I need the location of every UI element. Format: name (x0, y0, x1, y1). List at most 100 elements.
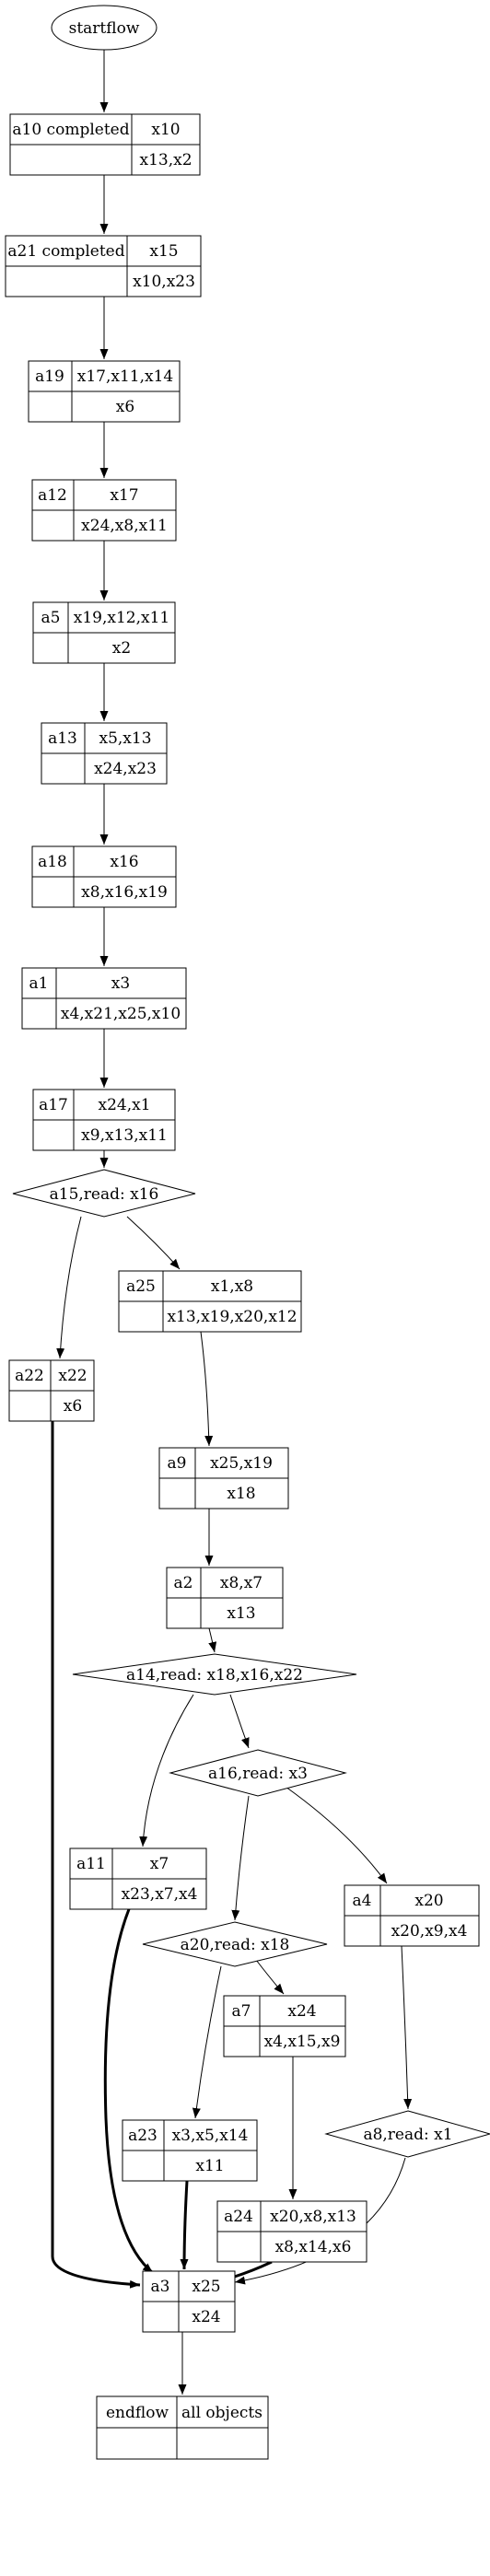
activity-a9: a9 x25,x19 x18 (158, 1447, 289, 1509)
decision-label: a8,read: x1 (363, 2126, 452, 2144)
activity-inputs: x8,x14,x6 (275, 2238, 352, 2256)
activity-a22: a22 x22 x6 (8, 1359, 95, 1422)
activity-outputs: x20,x8,x13 (270, 2208, 356, 2226)
activity-outputs: x20 (414, 1892, 443, 1910)
activity-a18: a18 x16 x8,x16,x19 (31, 845, 177, 908)
activity-inputs: x11 (195, 2157, 224, 2175)
activity-inputs: x13,x2 (139, 151, 192, 169)
activity-inputs: x23,x7,x4 (122, 1885, 198, 1904)
activity-outputs: x24,x1 (98, 1096, 150, 1114)
activity-a2: a2 x8,x7 x13 (166, 1567, 284, 1629)
activity-outputs: x17,x11,x14 (77, 367, 173, 386)
end-label: endflow (106, 2404, 169, 2422)
activity-outputs: x10 (151, 121, 180, 139)
edge-a14-a11 (139, 1694, 194, 1847)
activity-a10: a10 completed x10 x13,x2 (9, 113, 201, 176)
edge-a22-a3 (51, 1421, 141, 2289)
decision-a15: a15,read: x16 (12, 1169, 196, 1218)
activity-a19: a19 x17,x11,x14 x6 (28, 360, 181, 423)
activity-a13: a13 x5,x13 x24,x23 (41, 722, 168, 785)
decision-label: a16,read: x3 (208, 1765, 308, 1783)
edge-a4-a8 (401, 1945, 413, 2110)
decision-label: a15,read: x16 (50, 1185, 159, 1204)
edge-a20-a7 (255, 1959, 285, 1995)
activity-inputs: x24,x8,x11 (81, 517, 168, 535)
activity-a12: a12 x17 x24,x8,x11 (31, 479, 177, 542)
activity-label: a18 (38, 853, 67, 871)
edge-a20-a23 (192, 1965, 222, 2119)
activity-inputs: x24,x23 (94, 760, 157, 778)
activity-outputs: x3,x5,x14 (172, 2127, 249, 2145)
edge-a25-a9 (200, 1331, 214, 1447)
edge-a15-a22 (56, 1216, 82, 1359)
activity-label: a22 (15, 1367, 44, 1385)
edge-a2-a14 (208, 1627, 217, 1653)
decision-label: a20,read: x18 (181, 1936, 290, 1954)
activity-label: a3 (151, 2278, 170, 2296)
activity-label: a5 (41, 609, 61, 627)
edge-a11-a3 (103, 1908, 154, 2275)
activity-outputs: x1,x8 (211, 1277, 253, 1296)
decision-a16: a16,read: x3 (169, 1749, 347, 1797)
activity-a7: a7 x24 x4,x15,x9 (223, 1995, 346, 2057)
activity-inputs: x13,x19,x20,x12 (167, 1308, 297, 1326)
activity-outputs: x25,x19 (210, 1454, 273, 1473)
activity-a17: a17 x24,x1 x9,x13,x11 (32, 1089, 176, 1151)
edge-a14-a16 (229, 1694, 250, 1749)
end-node: endflow all objects (96, 2395, 269, 2460)
activity-label: a19 (35, 367, 64, 386)
activity-inputs: x8,x16,x19 (81, 883, 168, 902)
activity-a11: a11 x7 x23,x7,x4 (69, 1847, 207, 1910)
activity-a5: a5 x19,x12,x11 x2 (32, 601, 176, 664)
activity-inputs: x20,x9,x4 (391, 1922, 468, 1941)
activity-outputs: x7 (150, 1855, 169, 1873)
activity-outputs: x3 (111, 974, 130, 993)
activity-label: a13 (48, 729, 77, 748)
edge-a16-a20 (231, 1795, 250, 1921)
activity-outputs: x8,x7 (220, 1574, 262, 1592)
activity-label: a17 (39, 1096, 68, 1114)
activity-label: a4 (353, 1892, 372, 1910)
activity-a25: a25 x1,x8 x13,x19,x20,x12 (118, 1270, 302, 1333)
start-node: startflow (51, 5, 158, 51)
activity-outputs: x5,x13 (99, 729, 151, 748)
activity-outputs: x16 (110, 853, 138, 871)
edge-a16-a4 (285, 1786, 388, 1884)
activity-label: a7 (232, 2002, 251, 2021)
activity-label: a10 completed (12, 121, 129, 139)
activity-inputs: x6 (64, 1397, 82, 1416)
activity-a21: a21 completed x15 x10,x23 (5, 235, 202, 297)
activity-inputs: x24 (192, 2308, 220, 2326)
activity-inputs: x9,x13,x11 (81, 1126, 168, 1145)
activity-label: a21 completed (7, 242, 124, 261)
start-label: startflow (69, 19, 140, 38)
decision-a8: a8,read: x1 (324, 2110, 490, 2158)
activity-label: a1 (29, 974, 49, 993)
activity-label: a23 (128, 2127, 158, 2145)
activity-outputs: x24 (287, 2002, 316, 2021)
activity-outputs: x22 (58, 1367, 87, 1385)
activity-outputs: x15 (149, 242, 178, 261)
activity-label: a9 (168, 1454, 187, 1473)
edge-a23-a3 (180, 2180, 189, 2270)
activity-label: a12 (38, 486, 67, 505)
activity-a3: a3 x25 x24 (142, 2270, 236, 2333)
decision-label: a14,read: x18,x16,x22 (126, 1666, 303, 1684)
end-objects: all objects (181, 2404, 262, 2422)
activity-label: a11 (76, 1855, 106, 1873)
activity-inputs: x4,x21,x25,x10 (61, 1005, 181, 1023)
decision-a20: a20,read: x18 (142, 1921, 328, 1967)
activity-inputs: x10,x23 (133, 273, 195, 291)
activity-inputs: x13 (227, 1604, 255, 1623)
activity-a23: a23 x3,x5,x14 x11 (122, 2119, 258, 2182)
activity-outputs: x17 (110, 486, 138, 505)
activity-inputs: x4,x15,x9 (264, 2033, 341, 2051)
edge-a15-a25 (126, 1216, 181, 1270)
activity-outputs: x25 (192, 2278, 220, 2296)
activity-inputs: x6 (116, 398, 134, 416)
activity-inputs: x2 (112, 639, 131, 658)
activity-a4: a4 x20 x20,x9,x4 (344, 1884, 480, 1947)
activity-a24: a24 x20,x8,x13 x8,x14,x6 (216, 2200, 368, 2263)
activity-outputs: x19,x12,x11 (74, 609, 169, 627)
